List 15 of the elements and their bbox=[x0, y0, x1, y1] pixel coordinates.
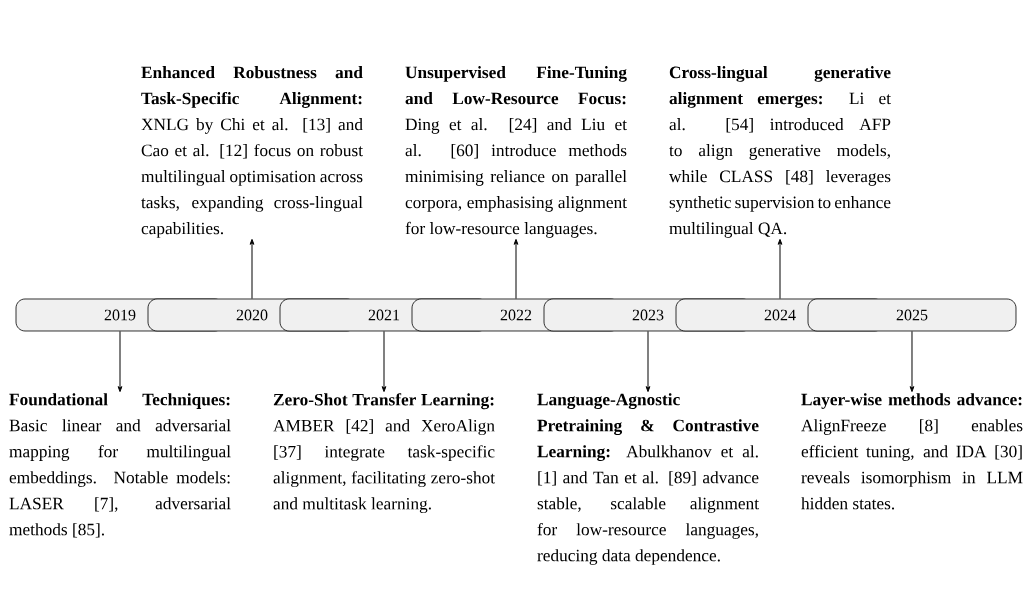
arrow bbox=[381, 330, 387, 393]
arrow bbox=[777, 238, 783, 300]
year-box: 2025 bbox=[807, 298, 1017, 332]
milestone-text: Enhanced Robustness and Task-Specific Alignment: XNLG by Chi et al. [13] and Cao et al. [12] focus on robust multilingual optimisation across tasks, expanding cross-lingual capabilities. bbox=[141, 66, 363, 238]
arrow bbox=[117, 330, 123, 393]
arrow bbox=[645, 330, 651, 393]
milestone-text: Language-Agnostic Pretraining & Contrastive Learning: Abulkhanov et al. [1] and Tan et al. [89] advance stable, scalable alignment for low-resource languages, reducing data dependence. bbox=[537, 393, 759, 565]
arrow bbox=[909, 330, 915, 393]
milestone-text: Zero-Shot Transfer Learning: AMBER [42] and XeroAlign [37] integrate task-specific alignment, facilitating zero-shot and multitask learning. bbox=[273, 393, 495, 514]
arrow bbox=[249, 238, 255, 300]
milestone-text: Cross-lingual generative alignment emerges: Li et al. [54] introduced AFP to align generative models, while CLASS [48] leverages synthetic supervision to enhance multilingual QA. bbox=[669, 66, 891, 238]
milestone-text: Layer-wise methods advance: AlignFreeze [8] enables efficient tuning, and IDA [30] reveals isomorphism in LLM hidden states. bbox=[801, 393, 1023, 510]
milestone-text: Foundational Techniques: Basic linear and adversarial mapping for multilingual embeddings. Notable models: LASER [7], adversarial methods [85]. bbox=[9, 393, 231, 538]
milestone-text: Unsupervised Fine-Tuning and Low-Resource Focus: Ding et al. [24] and Liu et al. [60] introduce methods minimising reliance on parallel corpora, emphasising alignment for low-resource languages. bbox=[405, 66, 627, 238]
arrow bbox=[513, 238, 519, 300]
